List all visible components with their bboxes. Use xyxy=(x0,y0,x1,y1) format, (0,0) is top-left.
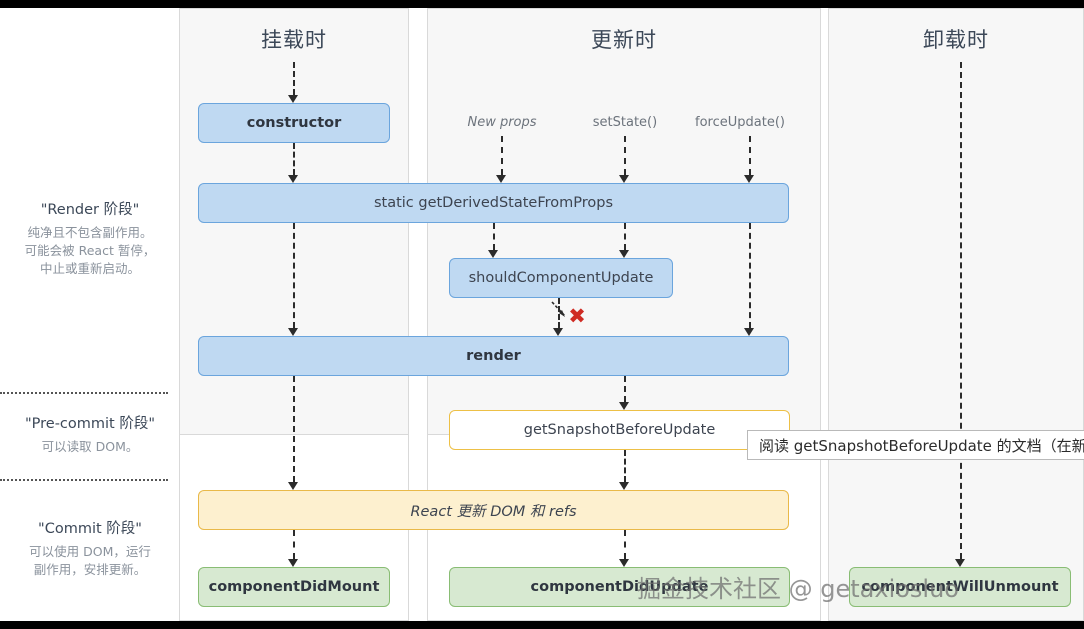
node-should-component-update-label: shouldComponentUpdate xyxy=(468,270,654,286)
arrowhead-bypass-to-render xyxy=(744,328,754,336)
phase-commit-heading: "Commit 阶段" xyxy=(38,521,142,537)
connector-reactupdate-to-cdm xyxy=(293,530,295,559)
node-component-did-update-label: componentDidUpdate xyxy=(530,579,709,595)
arrowhead-forceupdate xyxy=(744,175,754,183)
node-react-updates-dom-and-refs: React 更新 DOM 和 refs xyxy=(198,490,789,530)
phase-render-heading: "Render 阶段" xyxy=(40,202,140,218)
arrowhead-newprops xyxy=(496,175,506,183)
phase-commit-body: 可以使用 DOM，运行 副作用，安排更新。 xyxy=(29,544,151,577)
node-component-will-unmount[interactable]: componentWillUnmount xyxy=(849,567,1071,607)
watermark: 掘金技术社区 @ getaxiosluo xyxy=(637,569,1077,603)
node-constructor-label: constructor xyxy=(246,115,342,131)
connector-setstate-to-gdsfp xyxy=(624,136,626,175)
column-title-unmounting: 卸载时 xyxy=(923,28,989,52)
trigger-new-props: New props xyxy=(467,115,537,130)
phase-precommit-heading: "Pre-commit 阶段" xyxy=(24,416,156,432)
node-component-will-unmount-label: componentWillUnmount xyxy=(861,579,1059,595)
node-get-snapshot-before-update[interactable]: getSnapshotBeforeUpdate xyxy=(449,410,790,450)
arrowhead-to-gdsfp-mount xyxy=(288,175,298,183)
phase-divider-2 xyxy=(0,479,168,481)
node-constructor[interactable]: constructor xyxy=(198,103,390,143)
arrowhead-to-cdm xyxy=(288,559,298,567)
arrowhead-to-scu-right xyxy=(619,250,629,258)
connector-constructor-to-gdsfp xyxy=(293,143,295,175)
column-title-mounting: 挂载时 xyxy=(261,28,327,52)
node-component-did-mount[interactable]: componentDidMount xyxy=(198,567,390,607)
connector-forceupdate-to-gdsfp xyxy=(749,136,751,175)
skip-render-x-icon: ✖ xyxy=(568,304,586,328)
connector-snapshot-to-reactupdate xyxy=(624,450,626,482)
phase-legend-commit: "Commit 阶段" 可以使用 DOM，运行 副作用，安排更新。 xyxy=(6,517,174,579)
arrowhead-to-cwu xyxy=(955,559,965,567)
arrowhead-scu-to-render xyxy=(553,328,563,336)
connector-render-to-reactupdate-mount xyxy=(293,376,295,482)
phase-precommit-body: 可以读取 DOM。 xyxy=(41,439,139,454)
connector-gdsfp-to-scu-right xyxy=(624,223,626,250)
connector-mount-top xyxy=(293,62,295,95)
connector-newprops-to-gdsfp xyxy=(501,136,503,175)
phase-legend-render: "Render 阶段" 纯净且不包含副作用。 可能会被 React 暂停， 中止… xyxy=(6,198,174,278)
connector-gdsfp-to-render-mount xyxy=(293,223,295,328)
arrowhead-setstate xyxy=(619,175,629,183)
column-title-updating: 更新时 xyxy=(591,28,657,52)
column-unmounting xyxy=(828,8,1084,621)
arrowhead-to-reactupdate-mount xyxy=(288,482,298,490)
node-render[interactable]: render xyxy=(198,336,789,376)
node-get-snapshot-before-update-label: getSnapshotBeforeUpdate xyxy=(523,422,716,438)
watermark-text: 掘金技术社区 @ getaxiosluo xyxy=(637,574,959,603)
connector-render-to-snapshot xyxy=(624,376,626,402)
phase-legend-precommit: "Pre-commit 阶段" 可以读取 DOM。 xyxy=(6,412,174,456)
node-react-updates-dom-and-refs-label: React 更新 DOM 和 refs xyxy=(410,503,577,520)
arrowhead-to-cdu xyxy=(619,559,629,567)
connector-unmount-spine xyxy=(960,62,962,559)
trigger-set-state: setState() xyxy=(592,115,658,130)
phase-render-body: 纯净且不包含副作用。 可能会被 React 暂停， 中止或重新启动。 xyxy=(24,225,156,276)
node-should-component-update[interactable]: shouldComponentUpdate xyxy=(449,258,673,298)
connector-forceupdate-bypass-to-render xyxy=(749,223,751,328)
trigger-force-update: forceUpdate() xyxy=(695,115,785,130)
node-component-did-update[interactable]: componentDidUpdate xyxy=(449,567,790,607)
arrowhead-to-scu-left xyxy=(488,250,498,258)
arrowhead-to-reactupdate-update xyxy=(619,482,629,490)
arrowhead-to-snapshot xyxy=(619,402,629,410)
connector-reactupdate-to-cdu xyxy=(624,530,626,559)
arrowhead-to-constructor xyxy=(288,95,298,103)
connector-gdsfp-to-scu-left xyxy=(493,223,495,250)
connector-scu-skip-branch xyxy=(551,301,566,317)
node-get-derived-state-from-props[interactable]: static getDerivedStateFromProps xyxy=(198,183,789,223)
phase-divider-1 xyxy=(0,392,168,394)
tooltip-get-snapshot-before-update: 阅读 getSnapshotBeforeUpdate 的文档（在新标 xyxy=(747,430,1084,460)
arrowhead-to-render-mount xyxy=(288,328,298,336)
node-get-derived-state-from-props-label: static getDerivedStateFromProps xyxy=(373,195,614,211)
node-render-label: render xyxy=(466,348,521,364)
node-component-did-mount-label: componentDidMount xyxy=(208,579,380,595)
tooltip-text: 阅读 getSnapshotBeforeUpdate 的文档（在新标 xyxy=(759,436,1084,455)
